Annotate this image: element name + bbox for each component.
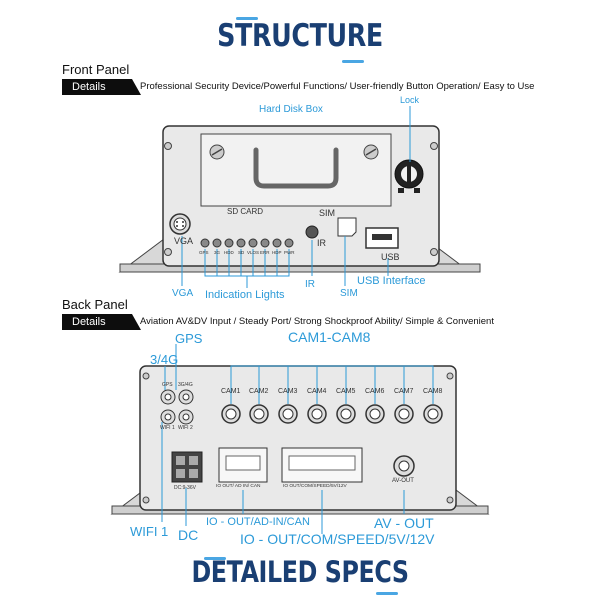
lock-icon <box>394 159 424 193</box>
cam5-port-label: CAM5 <box>336 388 356 395</box>
cam4-port-label: CAM4 <box>307 388 327 395</box>
usb-label: USB <box>381 252 400 262</box>
hard-disk-box <box>200 133 392 207</box>
indication-led-row <box>200 238 294 248</box>
callout-3-4g: 3/4G <box>150 352 179 367</box>
led-label-gps: GPS <box>199 250 209 255</box>
3g4g-port-label: 3G/4G <box>178 382 193 388</box>
sd-card-label: SD CARD <box>227 207 264 216</box>
footer-deco-right <box>376 592 398 595</box>
sim-slot-icon <box>337 217 357 237</box>
av-out-port-icon <box>393 455 415 477</box>
hard-disk-handle <box>253 147 339 189</box>
ir-sensor-icon <box>305 225 319 239</box>
callout-av-out: AV - OUT <box>374 515 434 531</box>
led-label-sd: SD <box>238 250 245 255</box>
io-port-label-1: IO OUT/ AD IN/ CAN <box>216 484 261 489</box>
vga-label: VGA <box>174 236 194 246</box>
callout-vga: VGA <box>172 288 194 299</box>
callout-wifi1: WIFI 1 <box>130 524 169 539</box>
led-label-pwr: PWR <box>284 250 295 255</box>
usb-port-icon <box>365 227 399 249</box>
front-panel-title: Front Panel <box>62 62 130 77</box>
vga-port-icon <box>169 213 191 235</box>
led-label-hdd: HDD <box>224 250 234 255</box>
footer-deco-left <box>204 557 226 560</box>
front-details-tag: Details <box>62 79 141 95</box>
callout-usb-interface: USB Interface <box>357 275 426 287</box>
callout-io-out-com-speed: IO - OUT/COM/SPEED/5V/12V <box>240 531 435 547</box>
hard-disk-screws <box>209 144 379 160</box>
back-description: Aviation AV&DV Input / Steady Port/ Stro… <box>140 316 494 327</box>
cam6-port-label: CAM6 <box>365 388 385 395</box>
led-label-vlos: VLOS <box>247 250 260 255</box>
callout-sim: SIM <box>340 288 358 299</box>
cam8-port-label: CAM8 <box>423 388 443 395</box>
footer-title: DETAILED SPECS <box>191 555 409 589</box>
led-label-hdp: HDP <box>272 250 282 255</box>
led-label-err: ERR <box>260 250 270 255</box>
camera-ports <box>221 404 443 424</box>
back-details-tag: Details <box>62 314 141 330</box>
ir-label: IR <box>317 238 326 248</box>
callout-cam1-cam8: CAM1-CAM8 <box>288 329 371 345</box>
callout-hard-disk-box: Hard Disk Box <box>259 104 323 115</box>
wifi2-port-label: WIFI 2 <box>178 425 193 431</box>
back-callout-lines <box>161 344 434 534</box>
dc-port-label: DC:9-36V <box>174 485 196 491</box>
cam2-port-label: CAM2 <box>249 388 269 395</box>
led-label-3g: 3G <box>214 250 221 255</box>
callout-lock: Lock <box>400 95 420 105</box>
cam1-port-label: CAM1 <box>221 388 241 395</box>
wifi1-port-label: WIFI 1 <box>160 425 175 431</box>
dc-power-connector-icon <box>171 451 203 483</box>
io-port-label-2: IO OUT/COM/SPEED/5V/12V <box>283 484 347 489</box>
title-deco-left <box>236 17 258 20</box>
callout-gps: GPS <box>175 331 203 346</box>
callout-indication-lights: Indication Lights <box>205 289 285 301</box>
callout-ir: IR <box>305 279 315 290</box>
io-connectors <box>218 447 363 483</box>
page-title: STRUCTURE <box>217 18 383 54</box>
gps-port-label: GPS <box>162 382 173 388</box>
cam7-port-label: CAM7 <box>394 388 414 395</box>
callout-dc: DC <box>178 527 199 543</box>
callout-io-out-ad-in-can: IO - OUT/AD-IN/CAN <box>206 516 310 528</box>
front-description: Professional Security Device/Powerful Fu… <box>140 81 535 92</box>
title-deco-right <box>342 60 364 63</box>
sim-label: SIM <box>319 208 336 218</box>
cam3-port-label: CAM3 <box>278 388 298 395</box>
back-panel-title: Back Panel <box>62 297 128 312</box>
av-out-port-label: AV-OUT <box>392 478 414 484</box>
front-callout-lines <box>181 106 411 288</box>
antenna-ports <box>160 389 194 425</box>
